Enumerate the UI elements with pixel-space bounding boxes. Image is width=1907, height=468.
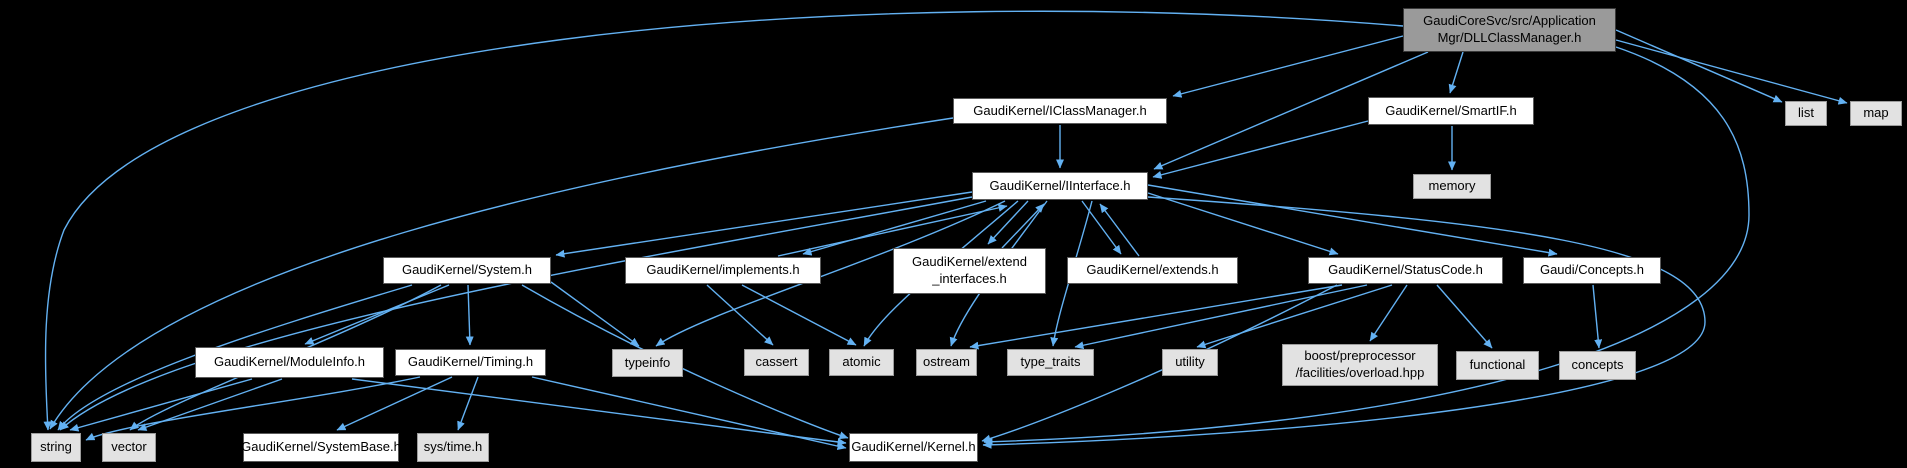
- edge-system-kernel: [521, 284, 849, 440]
- edge-statuscode-utility: [1196, 284, 1393, 349]
- node-smartif[interactable]: GaudiKernel/SmartIF.h: [1368, 97, 1534, 125]
- edge-iinterface-implements: [802, 200, 987, 256]
- edge-statuscode-functional: [1436, 284, 1493, 349]
- edge-iinterface-statuscode: [1147, 192, 1339, 256]
- edge-iinterface-system: [555, 191, 973, 258]
- node-statuscode[interactable]: GaudiKernel/StatusCode.h: [1308, 257, 1503, 284]
- edge-iclassmanager-string: [49, 117, 954, 430]
- edge-implements-cassert: [706, 284, 774, 346]
- node-implements[interactable]: GaudiKernel/implements.h: [625, 257, 821, 284]
- edge-iinterface-extendinterfaces: [987, 200, 1029, 245]
- node-concepts-std[interactable]: concepts: [1559, 351, 1636, 380]
- edge-statuscode-typetraits: [1074, 284, 1368, 350]
- node-type-traits[interactable]: type_traits: [1007, 349, 1094, 376]
- edge-root-list: [1615, 29, 1783, 103]
- node-iclassmanager[interactable]: GaudiKernel/IClassManager.h: [953, 98, 1167, 124]
- edge-implements-atomic: [741, 284, 857, 346]
- node-map[interactable]: map: [1850, 101, 1902, 126]
- edge-implements-iinterface: [777, 203, 1008, 257]
- edge-moduleinfo-kernel: [351, 378, 847, 446]
- node-kernel[interactable]: GaudiKernel/Kernel.h: [849, 433, 978, 462]
- node-typeinfo[interactable]: typeinfo: [612, 349, 683, 377]
- edge-extendinterfaces-iinterface: [1001, 203, 1045, 249]
- edge-conceptsh-concepts: [1592, 284, 1603, 349]
- edge-iinterface-extends: [1081, 200, 1122, 255]
- node-cassert[interactable]: cassert: [744, 349, 809, 376]
- edge-root-map: [1615, 39, 1848, 105]
- node-dllclassmanager-root[interactable]: GaudiCoreSvc/src/Application Mgr/DLLClas…: [1403, 8, 1616, 52]
- node-ostream[interactable]: ostream: [916, 349, 977, 376]
- edge-moduleinfo-string: [69, 378, 253, 432]
- edge-statuscode-ostream: [969, 284, 1343, 350]
- edge-iinterface-string: [59, 196, 973, 431]
- edge-system-timing: [465, 284, 474, 346]
- edge-root-iinterface: [1153, 51, 1429, 170]
- node-moduleinfo[interactable]: GaudiKernel/ModuleInfo.h: [195, 347, 384, 378]
- edge-timing-systembase: [336, 376, 453, 431]
- edge-statuscode-boost: [1369, 284, 1408, 342]
- node-memory[interactable]: memory: [1413, 174, 1491, 199]
- node-atomic[interactable]: atomic: [829, 349, 894, 376]
- edge-root-smartif: [1448, 51, 1464, 94]
- node-utility[interactable]: utility: [1162, 349, 1218, 376]
- node-list[interactable]: list: [1785, 101, 1827, 126]
- node-extends[interactable]: GaudiKernel/extends.h: [1067, 257, 1238, 284]
- edge-extends-iinterface: [1099, 203, 1140, 257]
- node-systembase[interactable]: GaudiKernel/SystemBase.h: [241, 433, 401, 462]
- edge-iinterface-conceptsh: [1147, 184, 1558, 257]
- node-boost-overload[interactable]: boost/preprocessor /facilities/overload.…: [1282, 344, 1438, 386]
- edge-smartif-iinterface: [1152, 120, 1369, 179]
- node-vector[interactable]: vector: [102, 433, 156, 462]
- edge-timing-kernel: [531, 376, 847, 451]
- edge-root-kernel: [983, 46, 1750, 446]
- edge-root-iclassmanager: [1172, 35, 1404, 98]
- edge-system-typeinfo: [550, 281, 640, 347]
- edge-statuscode-kernel: [981, 284, 1338, 443]
- edge-root-string: [43, 10, 1404, 431]
- node-extend-interfaces[interactable]: GaudiKernel/extend _interfaces.h: [893, 248, 1046, 294]
- edge-system-string: [57, 284, 413, 431]
- edge-timing-string: [85, 376, 421, 441]
- edge-timing-systime: [457, 376, 479, 431]
- edge-system-moduleinfo: [304, 284, 450, 345]
- node-string[interactable]: string: [31, 433, 81, 462]
- edge-iinterface-kernel: [982, 196, 1706, 449]
- node-gaudi-concepts[interactable]: Gaudi/Concepts.h: [1523, 257, 1661, 284]
- node-functional[interactable]: functional: [1456, 351, 1539, 380]
- node-sys-time[interactable]: sys/time.h: [417, 433, 489, 462]
- node-iinterface[interactable]: GaudiKernel/IInterface.h: [972, 172, 1148, 200]
- node-system-h[interactable]: GaudiKernel/System.h: [383, 257, 551, 284]
- node-timing[interactable]: GaudiKernel/Timing.h: [395, 349, 546, 376]
